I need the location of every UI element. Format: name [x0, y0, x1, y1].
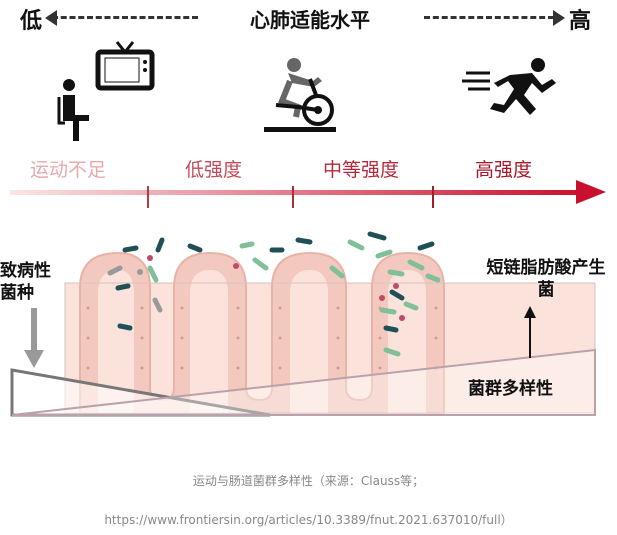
scfa-producer-label: 短链脂肪酸产生菌 [486, 258, 606, 300]
left-arrowhead [45, 10, 57, 26]
high-label: 高 [569, 8, 592, 34]
right-dashed-arrow [424, 16, 554, 19]
runner-icon [460, 55, 560, 130]
figure-caption: 运动与肠道菌群多样性（来源：Clauss等； [192, 474, 425, 488]
gut-villi-illustration [10, 231, 596, 417]
tv-icon [95, 38, 155, 93]
intensity-gradient-arrow [10, 180, 606, 208]
intensity-high: 高强度 [475, 159, 533, 181]
low-label: 低 [20, 8, 43, 34]
intensity-moderate: 中等强度 [323, 159, 400, 181]
intensity-low: 低强度 [185, 159, 243, 181]
sitting-person-icon [55, 75, 95, 145]
pathogen-label: 致病性菌种 [0, 261, 51, 303]
fitness-level-title: 心肺适能水平 [250, 8, 370, 32]
right-arrowhead [553, 10, 565, 26]
cyclist-icon [258, 55, 343, 135]
left-dashed-arrow [52, 16, 198, 19]
source-url: https://www.frontiersin.org/articles/10.… [104, 513, 513, 527]
diversity-label: 菌群多样性 [468, 379, 553, 399]
intensity-sedentary: 运动不足 [30, 159, 107, 181]
